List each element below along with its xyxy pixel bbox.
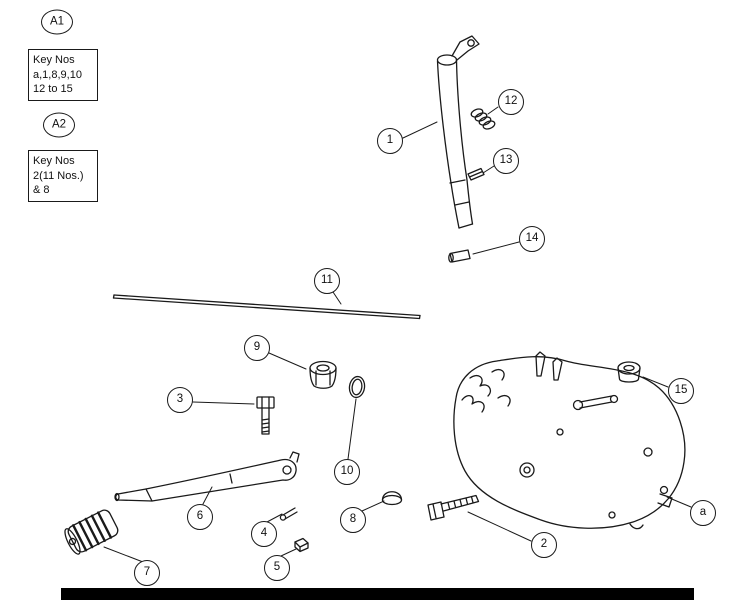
key-box-line: Key Nos: [33, 54, 75, 66]
callout-15[interactable]: 15: [668, 378, 694, 404]
callout-11[interactable]: 11: [314, 268, 340, 294]
part-3-bolt: [256, 396, 275, 435]
callout-a[interactable]: a: [690, 500, 716, 526]
callout-9[interactable]: 9: [244, 335, 270, 361]
part-5-nut: [294, 537, 309, 553]
part-12-spring: [470, 108, 496, 130]
callout-8[interactable]: 8: [340, 507, 366, 533]
callout-6[interactable]: 6: [187, 504, 213, 530]
callout-14[interactable]: 14: [519, 226, 545, 252]
callout-1[interactable]: 1: [377, 128, 403, 154]
part-7-rubber: [64, 509, 119, 555]
callout-A1[interactable]: A1: [41, 9, 73, 35]
key-box-line: & 8: [33, 184, 50, 197]
part-9-grommet: [309, 360, 337, 389]
part-13-pin: [467, 167, 485, 181]
key-box-a2: Key Nos 2(11 Nos.) & 8: [28, 150, 98, 202]
callout-10[interactable]: 10: [334, 459, 360, 485]
part-14-roller: [448, 249, 471, 263]
callout-A2[interactable]: A2: [43, 112, 75, 138]
part-15-plug: [617, 361, 641, 383]
callout-12[interactable]: 12: [498, 89, 524, 115]
key-box-a1: Key Nos a,1,8,9,10 12 to 15: [28, 49, 98, 101]
part-8-cap: [381, 491, 403, 506]
part-10-oring: [348, 375, 366, 399]
key-box-line: 2(11 Nos.): [33, 169, 84, 182]
callout-3[interactable]: 3: [167, 387, 193, 413]
bottom-border-bar: [61, 588, 694, 600]
key-box-line: Key Nos: [33, 155, 75, 167]
part-1-shaft: [436, 35, 480, 229]
callout-5[interactable]: 5: [264, 555, 290, 581]
callout-4[interactable]: 4: [251, 521, 277, 547]
leader-lines: [103, 106, 692, 563]
key-box-line: a,1,8,9,10: [33, 68, 82, 81]
part-11-rod: [112, 294, 421, 320]
part-4-split-pin: [279, 507, 298, 521]
callout-2[interactable]: 2: [531, 532, 557, 558]
part-6-lever: [114, 451, 300, 502]
part-2-bolt: [427, 494, 480, 521]
callout-13[interactable]: 13: [493, 148, 519, 174]
part-a-cover: [453, 351, 686, 530]
key-box-line: 12 to 15: [33, 83, 73, 96]
callout-7[interactable]: 7: [134, 560, 160, 586]
